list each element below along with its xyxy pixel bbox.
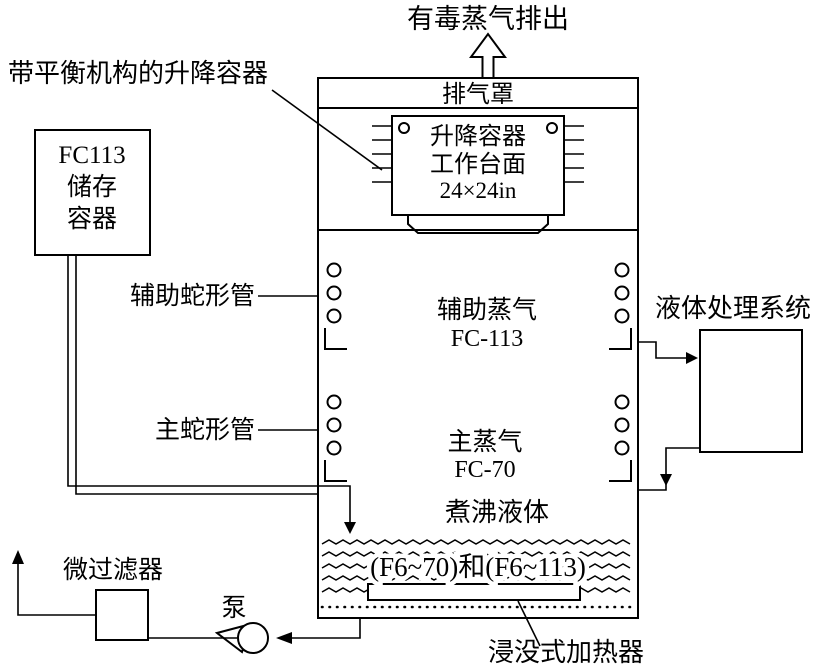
drain-pipe <box>276 618 361 644</box>
pump-body <box>237 622 269 654</box>
main-coil-label: 主蛇形管 <box>155 416 255 444</box>
boiling-mix-label: (F6~70)和(F6~113) <box>370 552 586 582</box>
aux-vapor-label-2: FC-113 <box>451 326 523 352</box>
liquid-system-return-pipe <box>638 447 700 491</box>
lift-label-3: 24×24in <box>440 178 517 203</box>
right-arrowhead <box>686 352 698 364</box>
lift-label-1: 升降容器 <box>430 123 526 150</box>
main-vapor-label-1: 主蒸气 <box>447 428 522 456</box>
pulley-right-icon <box>546 122 558 134</box>
fc113-storage-box: FC113 储存 容器 <box>34 129 151 256</box>
exhaust-arrow <box>469 32 507 79</box>
lift-container: 升降容器 工作台面 24×24in <box>372 115 584 234</box>
main-coil-bracket-right <box>609 460 632 482</box>
immersion-heater <box>320 583 636 647</box>
storage-label-1: FC113 <box>58 142 125 169</box>
micro-filter-box <box>95 589 149 641</box>
exhaust-hood-label: 排气罩 <box>442 81 514 108</box>
aux-coil <box>324 262 632 350</box>
exhaust-out-label: 有毒蒸气排出 <box>407 4 569 34</box>
heater-label: 浸没式加热器 <box>488 638 644 667</box>
pump-label: 泵 <box>221 595 246 622</box>
main-coil <box>324 394 632 482</box>
lift-label-2: 工作台面 <box>430 151 526 178</box>
main-vapor-label-2: FC-70 <box>454 457 515 483</box>
left-arrowhead-into-pump <box>276 632 292 644</box>
lift-callout-leader <box>271 89 383 171</box>
main-coil-bracket-left <box>324 460 347 482</box>
lift-container-fins <box>372 125 584 183</box>
up-arrowhead <box>12 550 24 564</box>
aux-coil-bracket-left <box>324 328 347 350</box>
lift-callout-label: 带平衡机构的升降容器 <box>8 59 268 88</box>
liquid-system-box <box>699 329 803 453</box>
down-arrowhead-into-liquid <box>344 522 356 534</box>
heater-leader-line <box>517 600 541 647</box>
aux-coil-bracket-right <box>609 328 632 350</box>
aux-vapor-label-1: 辅助蒸气 <box>437 296 537 324</box>
down-arrowhead <box>660 474 672 486</box>
storage-label-2: 储存 <box>67 173 117 201</box>
storage-label-3: 容器 <box>67 205 117 233</box>
aux-coil-label: 辅助蛇形管 <box>130 282 255 310</box>
liquid-system-label: 液体处理系统 <box>655 294 811 323</box>
storage-supply-pipe <box>67 255 356 534</box>
filter-return-pipe <box>12 550 96 616</box>
filter-label: 微过滤器 <box>63 556 163 584</box>
pulley-left-icon <box>398 122 410 134</box>
pump <box>214 622 269 654</box>
boiling-label: 煮沸液体 <box>445 498 549 527</box>
liquid-system-outlet-pipe <box>638 341 698 364</box>
lift-container-tray <box>407 215 549 234</box>
